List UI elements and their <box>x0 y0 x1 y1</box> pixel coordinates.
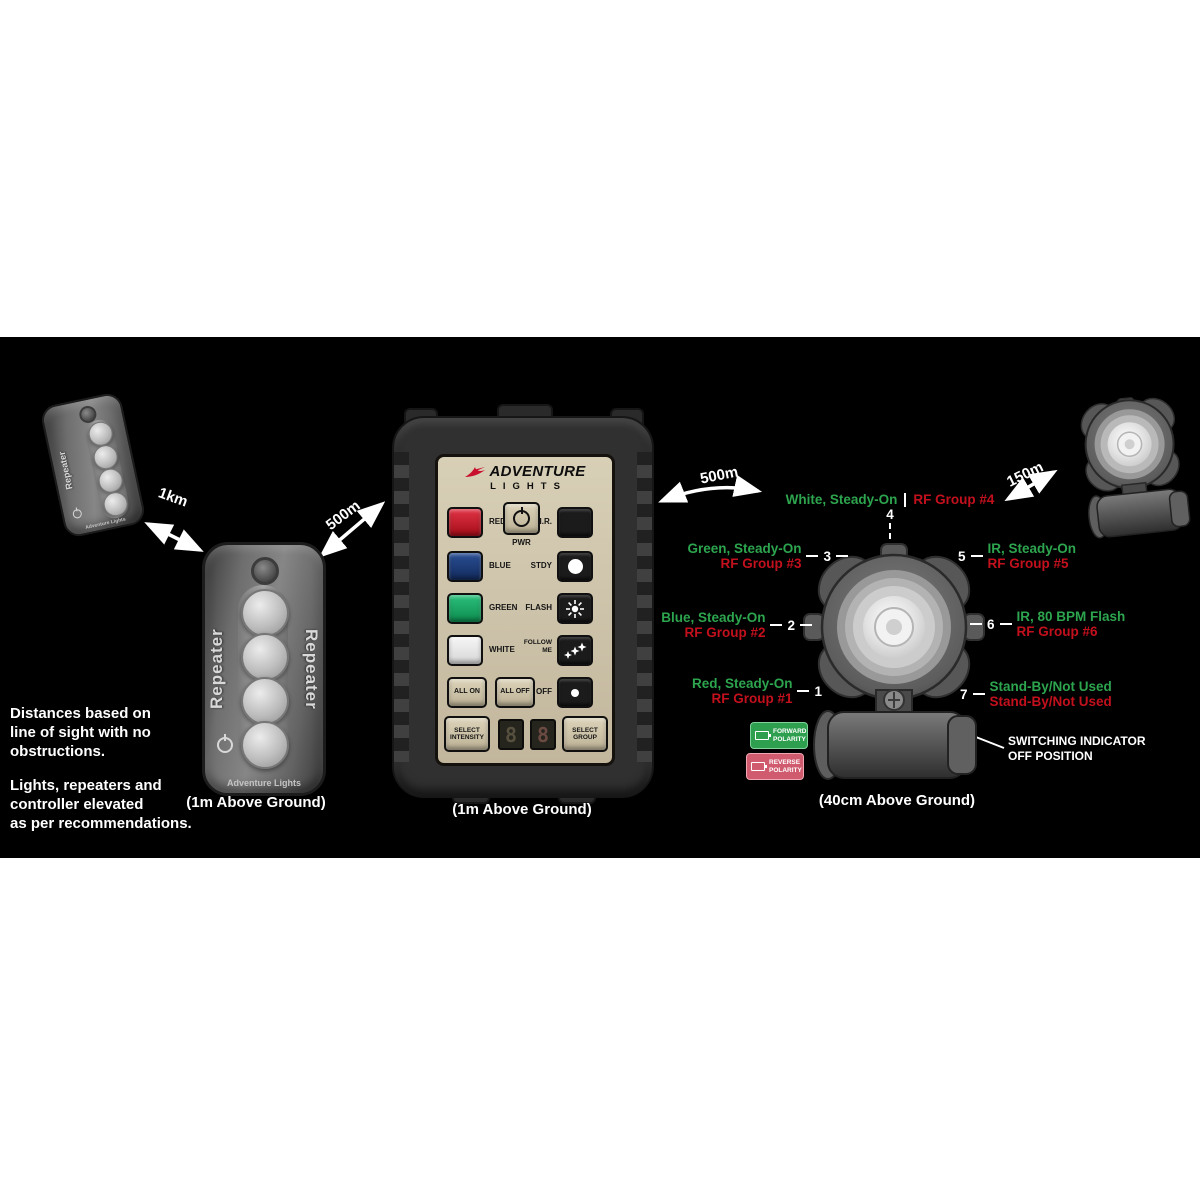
stdy-button <box>557 551 593 582</box>
green-label: GREEN <box>489 603 518 612</box>
label-5-number: 5 <box>958 548 966 564</box>
stdy-label: STDY <box>530 561 552 570</box>
label-5-function: IR, Steady-On <box>987 541 1077 556</box>
light-caption: (40cm Above Ground) <box>818 792 976 809</box>
label-1-function: Red, Steady-On <box>691 676 793 691</box>
red-label: RED <box>489 517 506 526</box>
label-4-leader <box>889 523 891 539</box>
repeater-device: Repeater Repeater Adventure Lights <box>202 542 326 796</box>
follow-me-button <box>557 635 593 666</box>
light-label-3: Green, Steady-On RF Group #3 3 <box>560 541 848 571</box>
repeater-lens <box>251 557 279 585</box>
label-6-group: RF Group #6 <box>1016 624 1098 640</box>
light-label-4: White, Steady-On RF Group #4 4 <box>690 492 1090 539</box>
label-2-number: 2 <box>787 617 795 633</box>
reverse-polarity-label: REVERSE POLARITY <box>769 759 802 774</box>
beacon-mount-cylinder <box>827 711 967 779</box>
light-label-2: Blue, Steady-On RF Group #2 2 <box>540 610 812 640</box>
off-label: OFF <box>536 687 552 696</box>
select-intensity-button: SELECT INTENSITY <box>444 716 490 752</box>
light-label-7: 7 Stand-By/Not Used Stand-By/Not Used <box>960 679 1112 709</box>
label-6-function: IR, 80 BPM Flash <box>1016 609 1126 624</box>
note-elevation: Lights, repeaters and controller elevate… <box>10 776 192 832</box>
label-3-group: RF Group #3 <box>720 556 802 572</box>
reverse-polarity-badge: REVERSE POLARITY <box>746 753 804 780</box>
green-button <box>447 593 483 624</box>
intensity-display: 8 <box>498 719 524 750</box>
all-off-button: ALL OFF <box>495 677 535 708</box>
all-off-label: ALL OFF <box>500 688 530 696</box>
stars-icon <box>564 642 587 659</box>
all-on-label: ALL ON <box>454 688 480 696</box>
white-button <box>447 635 483 666</box>
label-5-group: RF Group #5 <box>987 556 1069 572</box>
pwr-button <box>503 502 540 535</box>
red-button <box>447 507 483 538</box>
ir-label: I.R. <box>539 517 552 526</box>
light-label-6: 6 IR, 80 BPM Flash RF Group #6 <box>970 609 1125 639</box>
label-3-function: Green, Steady-On <box>687 541 802 556</box>
power-icon <box>71 508 83 520</box>
remote-light-device <box>1080 397 1191 539</box>
label-7-number: 7 <box>960 686 968 702</box>
off-dot-icon <box>571 688 579 697</box>
notes-block: Distances based on line of sight with no… <box>10 704 225 833</box>
label-4-group: RF Group #4 <box>913 492 995 507</box>
label-2-group: RF Group #2 <box>684 625 766 641</box>
label-4-function: White, Steady-On <box>785 492 898 507</box>
signal-light-device <box>803 543 985 780</box>
pwr-label: PWR <box>512 538 531 547</box>
label-7-function: Stand-By/Not Used <box>989 679 1112 694</box>
battery-icon <box>755 731 771 740</box>
battery-icon <box>751 762 767 771</box>
power-icon <box>217 737 233 753</box>
label-2-function: Blue, Steady-On <box>661 610 766 625</box>
controller-rib <box>637 452 652 762</box>
light-label-1: Red, Steady-On RF Group #1 1 <box>560 676 822 706</box>
select-group-button: SELECT GROUP <box>562 716 608 752</box>
label-7-group: Stand-By/Not Used <box>989 694 1112 710</box>
repeater-light <box>241 721 289 769</box>
repeater-light <box>241 633 289 681</box>
blue-button <box>447 551 483 582</box>
all-on-button: ALL ON <box>447 677 487 708</box>
forward-polarity-label: FORWARD POLARITY <box>773 728 807 743</box>
select-intensity-label: SELECT INTENSITY <box>450 726 484 741</box>
repeater-light <box>241 589 289 637</box>
switching-indicator-note: SWITCHING INDICATOR OFF POSITION <box>1008 734 1146 763</box>
blue-label: BLUE <box>489 561 511 570</box>
steady-circle-icon <box>567 559 583 574</box>
brand-bottom: LIGHTS <box>490 481 567 492</box>
select-group-label: SELECT GROUP <box>572 726 598 741</box>
repeater-side-label-right: Repeater <box>302 628 321 710</box>
controller-caption: (1m Above Ground) <box>452 801 592 818</box>
repeater-light <box>241 677 289 725</box>
label-1-number: 1 <box>814 683 822 699</box>
white-label: WHITE <box>489 645 515 654</box>
forward-polarity-badge: FORWARD POLARITY <box>750 722 808 749</box>
brand-label: Adventure Lights <box>226 778 301 788</box>
follow-me-label: FOLLOW ME <box>523 639 552 654</box>
note-distances: Distances based on line of sight with no… <box>10 705 151 761</box>
ir-button <box>557 507 593 538</box>
group-display: 8 <box>530 719 556 750</box>
adventure-lights-logo: ADVENTURE LIGHTS <box>438 463 612 492</box>
bird-icon <box>465 466 486 477</box>
controller-rib <box>394 452 409 762</box>
label-3-number: 3 <box>823 548 831 564</box>
brand-top: ADVENTURE <box>489 463 586 480</box>
flash-button <box>557 593 593 624</box>
off-button <box>557 677 593 708</box>
label-1-group: RF Group #1 <box>711 691 793 707</box>
repeater-caption: (1m Above Ground) <box>186 794 326 811</box>
label-6-number: 6 <box>987 616 995 632</box>
light-label-5: 5 IR, Steady-On RF Group #5 <box>958 541 1076 571</box>
label-4-number: 4 <box>886 507 894 522</box>
label-4-tick <box>904 492 907 507</box>
power-icon <box>513 510 530 527</box>
flash-label: FLASH <box>525 603 552 612</box>
sun-icon <box>566 599 584 618</box>
